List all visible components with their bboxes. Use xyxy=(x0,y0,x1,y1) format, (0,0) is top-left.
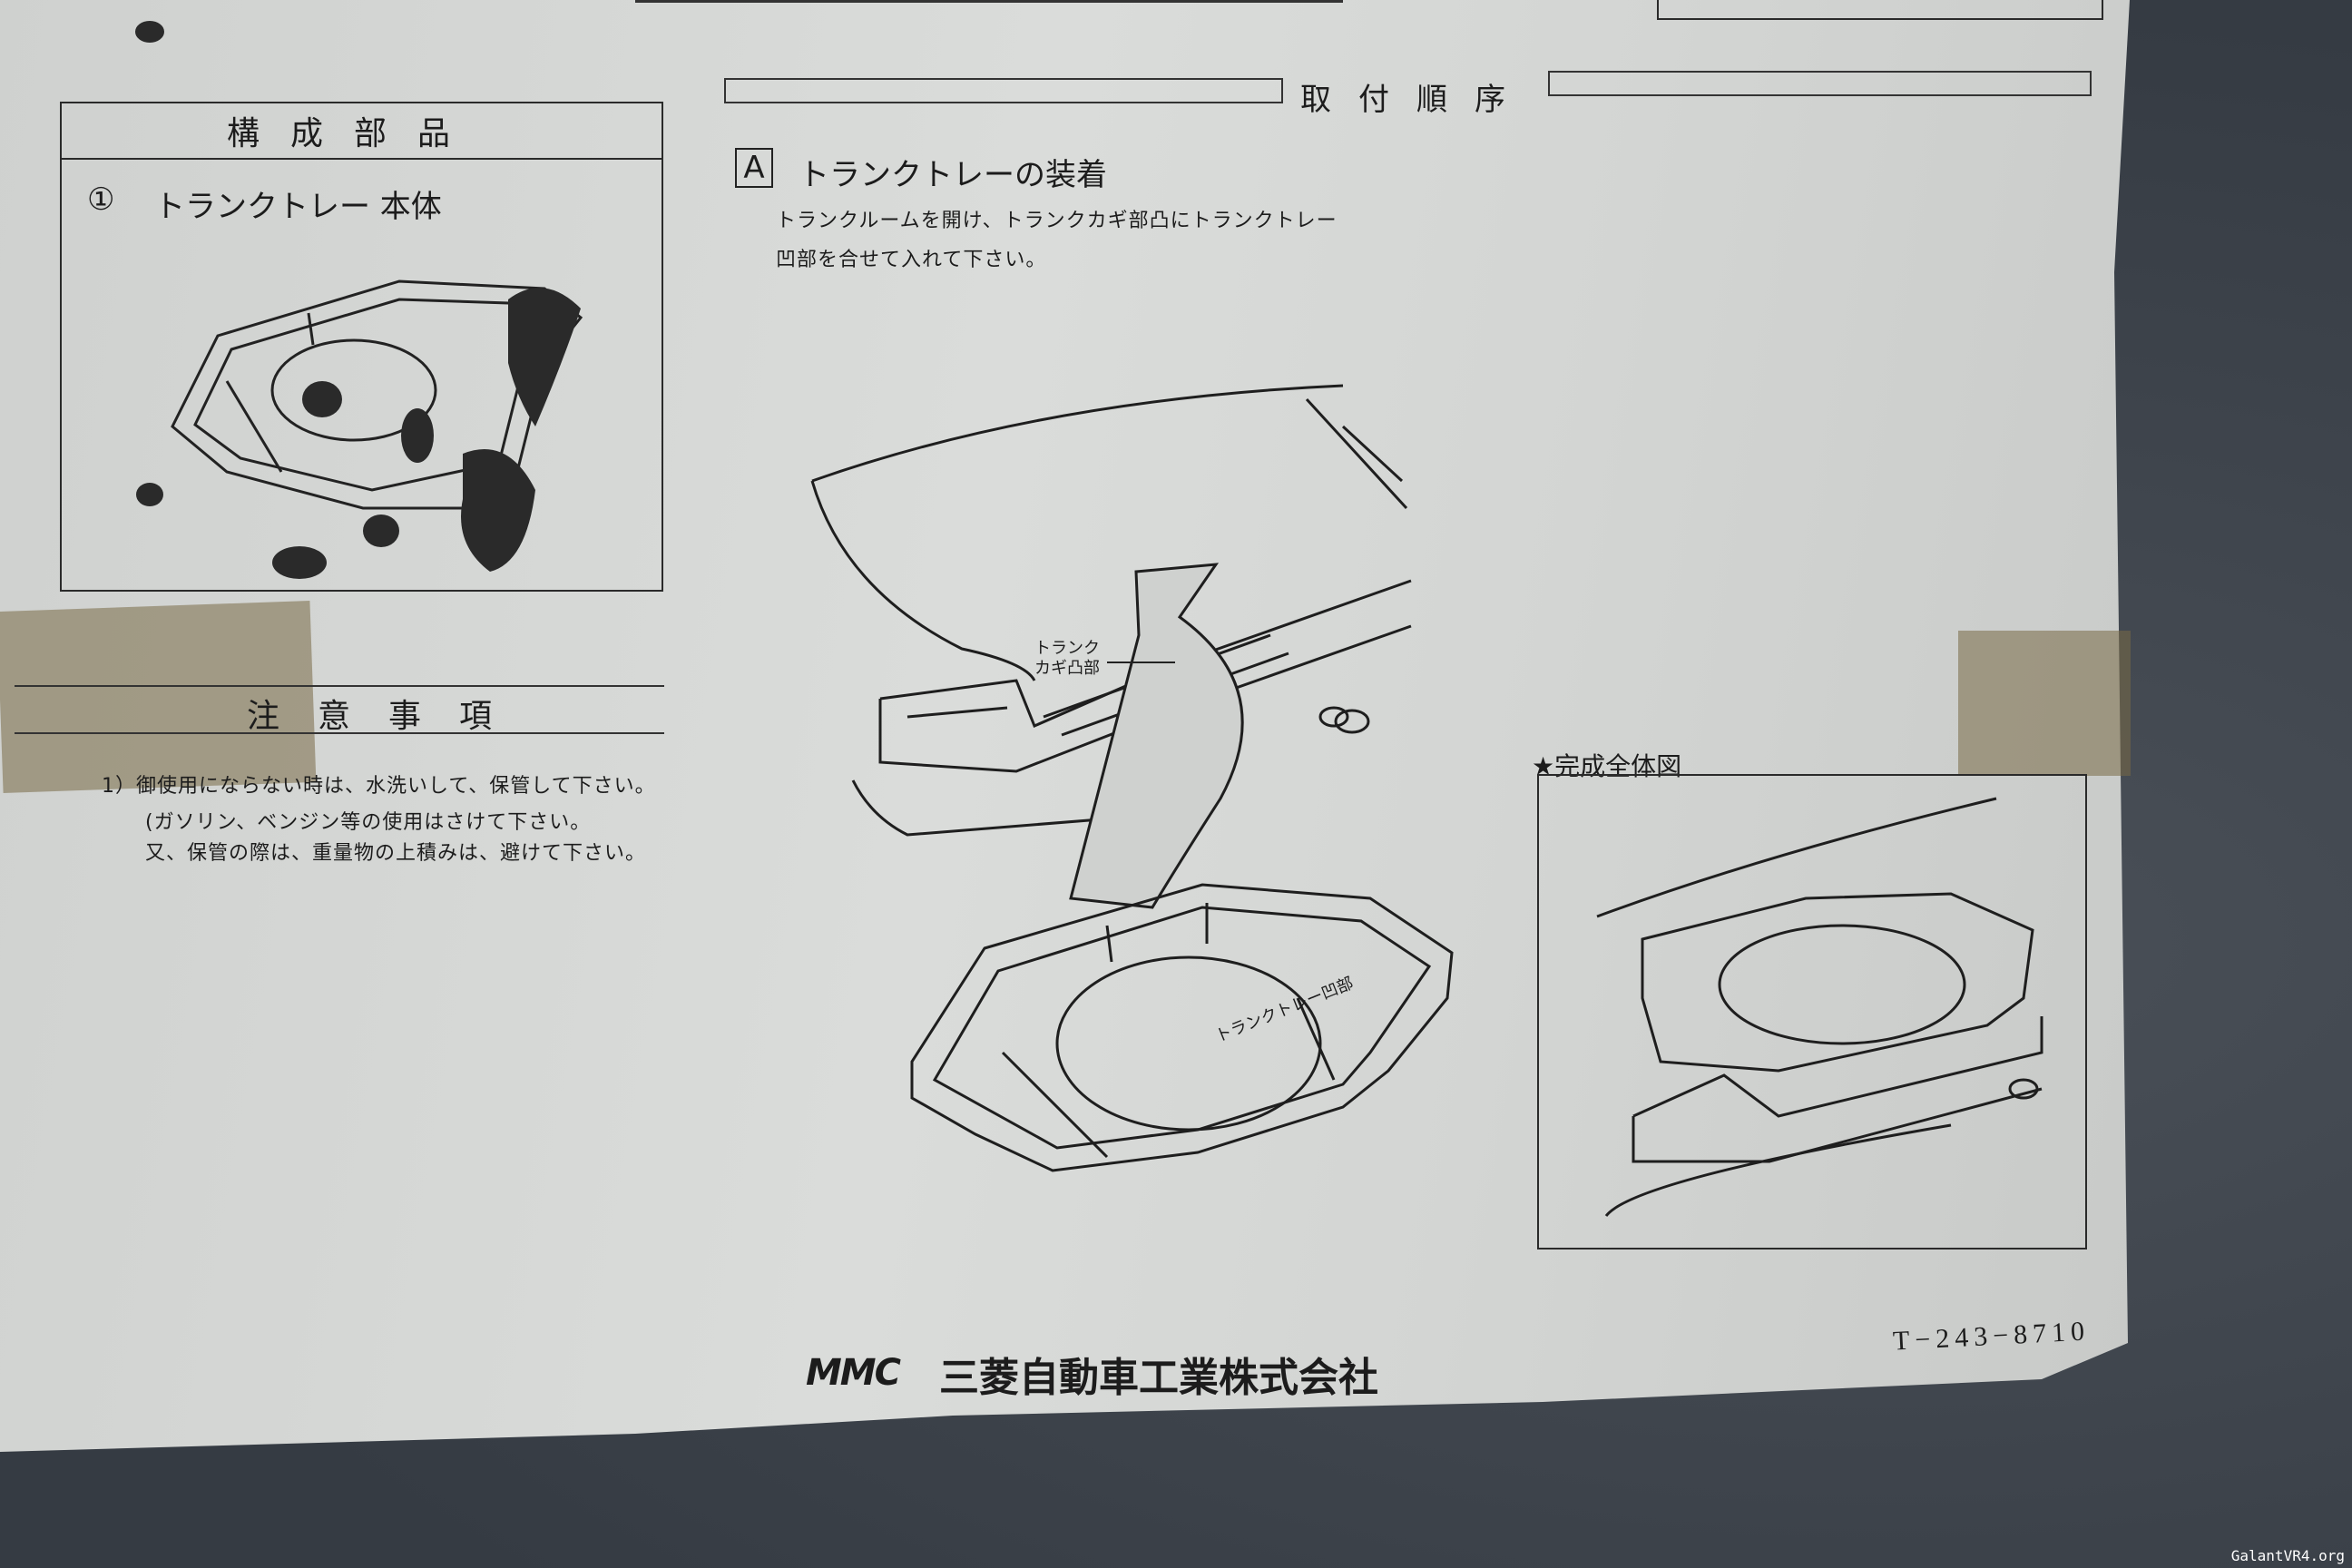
callout-latch-leader xyxy=(1107,662,1175,663)
parts-title: 構成部品 xyxy=(227,115,482,152)
parts-header-row xyxy=(62,103,662,160)
procedure-bar-right xyxy=(1548,71,2092,96)
caution-rule-bottom xyxy=(15,732,664,734)
callout-latch-line-1: トランク xyxy=(1034,639,1100,658)
caution-title: 注意事項 xyxy=(247,698,531,735)
caution-line-1: 1）御使用にならない時は、水洗いして、保管して下さい。 xyxy=(102,775,656,798)
top-rule xyxy=(635,0,1343,3)
parts-item-number: ① xyxy=(87,181,115,218)
caution-line-3: 又、保管の際は、重量物の上積みは、避けて下さい。 xyxy=(145,842,647,865)
company-name: 三菱自動車工業株式会社 xyxy=(939,1355,1378,1401)
watermark: GalantVR4.org xyxy=(2230,1547,2345,1564)
step-letter-box: A xyxy=(735,148,773,188)
parts-box xyxy=(60,102,663,592)
callout-latch-line-2: カギ凸部 xyxy=(1034,659,1100,678)
callout-latch: トランク カギ凸部 xyxy=(1034,639,1100,679)
procedure-bar-left xyxy=(724,78,1283,103)
mmc-logo: MMC xyxy=(806,1352,901,1394)
caution-rule-top xyxy=(15,685,664,687)
procedure-title: 取付順序 xyxy=(1300,82,1533,118)
tape-right xyxy=(1958,631,2131,776)
completed-view-title: ★完成全体図 xyxy=(1532,751,1682,781)
step-title: トランクトレーの装着 xyxy=(799,157,1107,193)
parts-item-label: トランクトレー 本体 xyxy=(154,189,442,225)
top-right-box xyxy=(1657,0,2103,20)
step-line-1: トランクルームを開け、トランクカギ部凸にトランクトレー xyxy=(776,210,1338,232)
completed-view-box xyxy=(1537,774,2087,1250)
caution-line-2: (ガソリン、ベンジン等の使用はさけて下さい。 xyxy=(145,811,592,834)
step-line-2: 凹部を合せて入れて下さい。 xyxy=(776,249,1047,271)
